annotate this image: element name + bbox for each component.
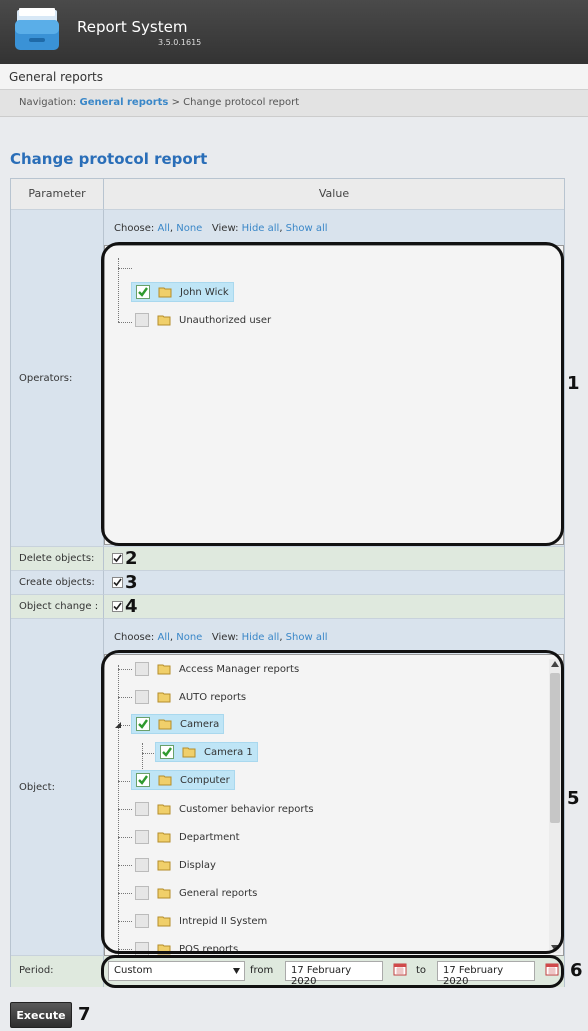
- scroll-up-icon[interactable]: [551, 661, 559, 667]
- period-to-label: to: [416, 965, 427, 976]
- folder-icon: [182, 747, 196, 758]
- object-tree: Access Manager reports AUTO reports Came…: [104, 654, 564, 956]
- tree-item-access-manager-reports[interactable]: Access Manager reports: [135, 659, 299, 679]
- object-choose-all[interactable]: All: [157, 632, 170, 643]
- delete-objects-checkbox[interactable]: [112, 553, 123, 564]
- folder-icon: [157, 888, 171, 899]
- checkbox-icon[interactable]: [135, 858, 149, 872]
- checkbox-icon[interactable]: [135, 690, 149, 704]
- chevron-down-icon: [233, 968, 240, 974]
- column-header-value: Value: [104, 179, 564, 210]
- create-objects-label: Create objects:: [11, 571, 104, 595]
- tree-item-pos-reports[interactable]: POS reports: [135, 939, 238, 955]
- operators-show-all[interactable]: Show all: [285, 223, 328, 234]
- breadcrumb-prefix: Navigation:: [19, 97, 77, 108]
- folder-icon: [157, 916, 171, 927]
- report-system-logo-icon: [15, 8, 59, 50]
- checkbox-icon[interactable]: [135, 914, 149, 928]
- calendar-icon[interactable]: [393, 962, 407, 976]
- object-show-all[interactable]: Show all: [285, 632, 328, 643]
- folder-icon: [157, 664, 171, 675]
- annotation-number: 1: [567, 373, 580, 394]
- folder-icon: [157, 944, 171, 955]
- parameters-table: Parameter Value Operators: Choose: All, …: [10, 178, 565, 987]
- folder-icon: [157, 692, 171, 703]
- create-objects-checkbox[interactable]: [112, 577, 123, 588]
- object-tree-scrollbar[interactable]: [549, 659, 561, 953]
- object-row-value: Choose: All, None View: Hide all, Show a…: [104, 619, 564, 956]
- page-title: Change protocol report: [10, 150, 208, 168]
- expand-arrow-icon[interactable]: [114, 721, 122, 729]
- checkbox-icon[interactable]: [135, 662, 149, 676]
- app-title: Report System: [77, 18, 188, 36]
- tree-item-unauthorized-user[interactable]: Unauthorized user: [135, 310, 271, 330]
- delete-objects-label: Delete objects:: [11, 547, 104, 571]
- folder-icon: [157, 832, 171, 843]
- breadcrumb-link-general-reports[interactable]: General reports: [79, 97, 169, 108]
- tree-item-camera[interactable]: Camera: [131, 714, 225, 734]
- folder-icon: [158, 719, 172, 730]
- operators-choose-all[interactable]: All: [157, 223, 170, 234]
- checkbox-icon[interactable]: [135, 942, 149, 955]
- annotation-number: 7: [78, 1004, 91, 1025]
- tree-item-intrepid-ii-system[interactable]: Intrepid II System: [135, 911, 267, 931]
- operators-choose-bar: Choose: All, None View: Hide all, Show a…: [114, 223, 328, 234]
- object-choose-none[interactable]: None: [176, 632, 203, 643]
- folder-icon: [158, 775, 172, 786]
- annotation-number: 2: [125, 548, 138, 569]
- breadcrumb: Navigation: General reports > Change pro…: [0, 90, 588, 117]
- period-label: Period:: [11, 956, 104, 987]
- breadcrumb-current: Change protocol report: [183, 97, 300, 108]
- breadcrumb-separator: >: [171, 97, 180, 108]
- section-bar: General reports: [0, 64, 588, 90]
- tree-item-department[interactable]: Department: [135, 827, 240, 847]
- operators-hide-all[interactable]: Hide all: [241, 223, 280, 234]
- app-header: Report System 3.5.0.1615: [0, 0, 588, 64]
- checkbox-icon[interactable]: [135, 313, 149, 327]
- checkbox-icon[interactable]: [160, 745, 174, 759]
- annotation-number: 3: [125, 572, 138, 593]
- execute-button[interactable]: Execute: [10, 1002, 72, 1028]
- folder-icon: [157, 804, 171, 815]
- annotation-number: 5: [567, 788, 580, 809]
- tree-item-camera-1[interactable]: Camera 1: [155, 742, 258, 762]
- period-from-label: from: [250, 965, 274, 976]
- checkbox-icon[interactable]: [135, 802, 149, 816]
- object-choose-bar: Choose: All, None View: Hide all, Show a…: [114, 632, 328, 643]
- period-select[interactable]: Custom: [108, 961, 245, 981]
- annotation-number: 6: [570, 960, 583, 981]
- scroll-thumb[interactable]: [550, 673, 560, 823]
- operators-row-label: Operators:: [11, 210, 104, 547]
- checkbox-icon[interactable]: [135, 886, 149, 900]
- operators-row-value: Choose: All, None View: Hide all, Show a…: [104, 210, 564, 547]
- section-title: General reports: [9, 70, 104, 84]
- scroll-down-icon[interactable]: [551, 945, 559, 951]
- folder-icon: [157, 315, 171, 326]
- app-version: 3.5.0.1615: [158, 38, 202, 47]
- period-to-date[interactable]: 17 February 2020: [437, 961, 535, 987]
- checkbox-icon[interactable]: [136, 285, 150, 299]
- tree-item-auto-reports[interactable]: AUTO reports: [135, 687, 246, 707]
- tree-item-customer-behavior-reports[interactable]: Customer behavior reports: [135, 799, 314, 819]
- calendar-icon[interactable]: [545, 962, 559, 976]
- checkbox-icon[interactable]: [135, 830, 149, 844]
- tree-item-john-wick[interactable]: John Wick: [131, 282, 234, 302]
- object-change-checkbox[interactable]: [112, 601, 123, 612]
- object-row-label: Object:: [11, 619, 104, 956]
- tree-item-computer[interactable]: Computer: [131, 770, 235, 790]
- folder-icon: [158, 287, 172, 298]
- checkbox-icon[interactable]: [136, 773, 150, 787]
- period-from-date[interactable]: 17 February 2020: [285, 961, 383, 987]
- operators-choose-none[interactable]: None: [176, 223, 203, 234]
- object-change-label: Object change :: [11, 595, 104, 619]
- annotation-number: 4: [125, 596, 138, 617]
- tree-item-general-reports[interactable]: General reports: [135, 883, 257, 903]
- object-hide-all[interactable]: Hide all: [241, 632, 280, 643]
- tree-item-display[interactable]: Display: [135, 855, 216, 875]
- operators-tree: John Wick Unauthorized user: [104, 245, 564, 545]
- checkbox-icon[interactable]: [136, 717, 150, 731]
- column-header-parameter: Parameter: [11, 179, 104, 210]
- folder-icon: [157, 860, 171, 871]
